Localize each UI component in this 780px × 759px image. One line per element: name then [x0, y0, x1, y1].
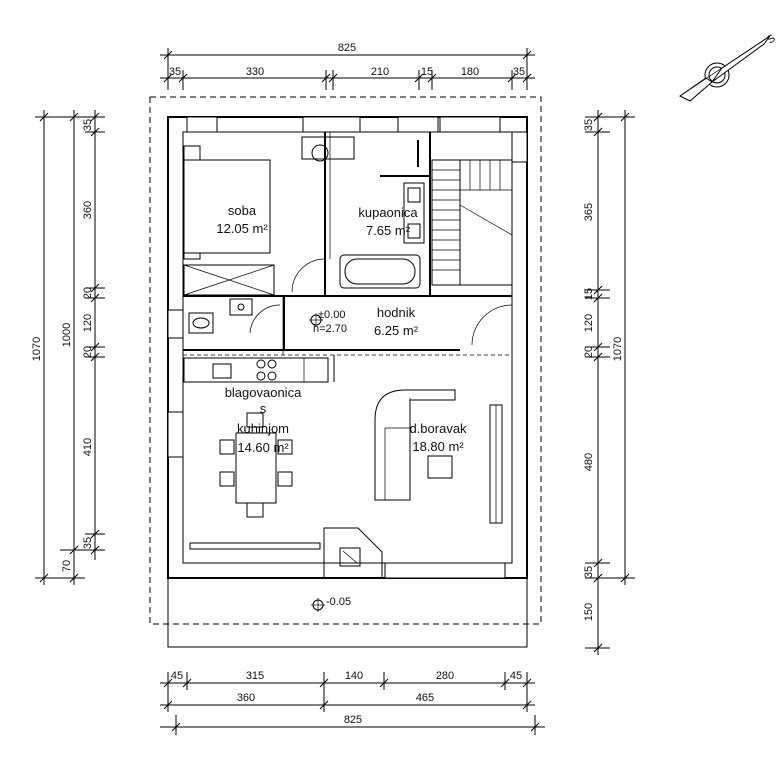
room-name-kupaonica: kupaonica	[358, 205, 418, 220]
outside-level-icon	[311, 598, 325, 612]
dim-right-seg: 150	[583, 603, 595, 621]
dim-top-seg: 15	[421, 66, 433, 78]
dim-bottom-total: 825	[344, 714, 362, 726]
terrace-slab	[167, 577, 528, 648]
dim-left-seg: 35	[82, 119, 94, 131]
dim-right-seg: 35	[583, 566, 595, 578]
dim-left-seg: 20	[82, 346, 94, 358]
room-area-blagovaonica: 14.60 m²	[237, 440, 289, 455]
room-name-boravak: d.boravak	[409, 421, 467, 436]
dim-top-seg: 180	[461, 66, 479, 78]
bedroom-door-icon	[291, 258, 326, 293]
roof-outline	[149, 96, 542, 625]
dim-right-seg: 120	[583, 314, 595, 332]
dim-right-seg: 480	[583, 453, 595, 471]
dim-right-seg: 365	[583, 203, 595, 221]
room-area-kupaonica: 7.65 m²	[366, 223, 411, 238]
corner-sofa	[374, 389, 456, 501]
dim-right-total: 1070	[612, 337, 624, 361]
bathroom-desk	[301, 136, 355, 162]
room-name-blagovaonica: blagovaonica	[225, 385, 302, 400]
dimensions-right: 35 365 15 120 20 480 35 150 1070	[583, 110, 635, 655]
dim-bottom-seg: 45	[171, 670, 183, 682]
kitchen-counter	[183, 357, 329, 383]
dim-bottom-row2: 360	[237, 692, 255, 704]
coffee-table	[427, 455, 453, 479]
dim-left-seg: 120	[82, 314, 94, 332]
exterior-walls	[167, 116, 528, 579]
hall-door-icon	[471, 304, 513, 346]
dim-bottom-row2: 465	[416, 692, 434, 704]
staircase	[431, 159, 513, 286]
room-name-blagovaonica-3: kuhinjom	[237, 421, 289, 436]
room-area-hodnik: 6.25 m²	[374, 323, 419, 338]
dim-bottom-seg: 140	[345, 670, 363, 682]
dim-left-seg: 20	[82, 287, 94, 299]
dim-left-extra: 70	[61, 560, 73, 572]
dim-top-seg: 330	[246, 66, 264, 78]
dim-right-seg: 35	[583, 119, 595, 131]
fireplace	[323, 527, 383, 579]
washbasins	[403, 182, 425, 244]
dimensions-bottom: 45 315 140 280 45 360 465 825	[160, 670, 545, 735]
level-floor: ±0.00	[318, 309, 345, 321]
tv-unit	[489, 404, 503, 524]
room-name-soba: soba	[228, 203, 257, 218]
level-height: h=2.70	[313, 323, 347, 335]
dim-right-seg: 15	[583, 288, 595, 300]
dining-table	[219, 412, 293, 518]
level-marker-icon	[309, 313, 323, 327]
dimensions-left: 1070 1000 35 360 20 120 20 410 35 70	[31, 110, 105, 585]
dim-left-seg: 360	[82, 201, 94, 219]
dim-left-total: 1070	[31, 337, 43, 361]
room-area-boravak: 18.80 m²	[412, 439, 464, 454]
dim-bottom-seg: 280	[436, 670, 454, 682]
dim-left-seg: 410	[82, 438, 94, 456]
bathtub	[339, 254, 421, 289]
dimensions-top: 825 35 330 210 15 180 35	[160, 42, 535, 90]
bed	[183, 145, 271, 260]
dim-left-seg: 35	[82, 537, 94, 549]
dim-right-seg: 20	[583, 346, 595, 358]
room-name-blagovaonica-2: s	[260, 401, 267, 416]
wc-room	[188, 298, 281, 334]
north-arrow-icon: S	[679, 32, 778, 102]
dim-top-seg: 35	[169, 66, 181, 78]
dim-top-seg: 210	[371, 66, 389, 78]
interior-walls	[183, 132, 512, 382]
dim-left-inner: 1000	[61, 323, 73, 347]
dim-bottom-seg: 45	[510, 670, 522, 682]
level-outside: -0.05	[326, 596, 351, 608]
wardrobe	[183, 264, 275, 296]
room-name-hodnik: hodnik	[377, 305, 416, 320]
dim-top-seg: 35	[513, 66, 525, 78]
dim-bottom-seg: 315	[246, 670, 264, 682]
dim-top-total: 825	[338, 42, 356, 54]
room-area-soba: 12.05 m²	[216, 221, 268, 236]
north-label: S	[765, 32, 778, 46]
